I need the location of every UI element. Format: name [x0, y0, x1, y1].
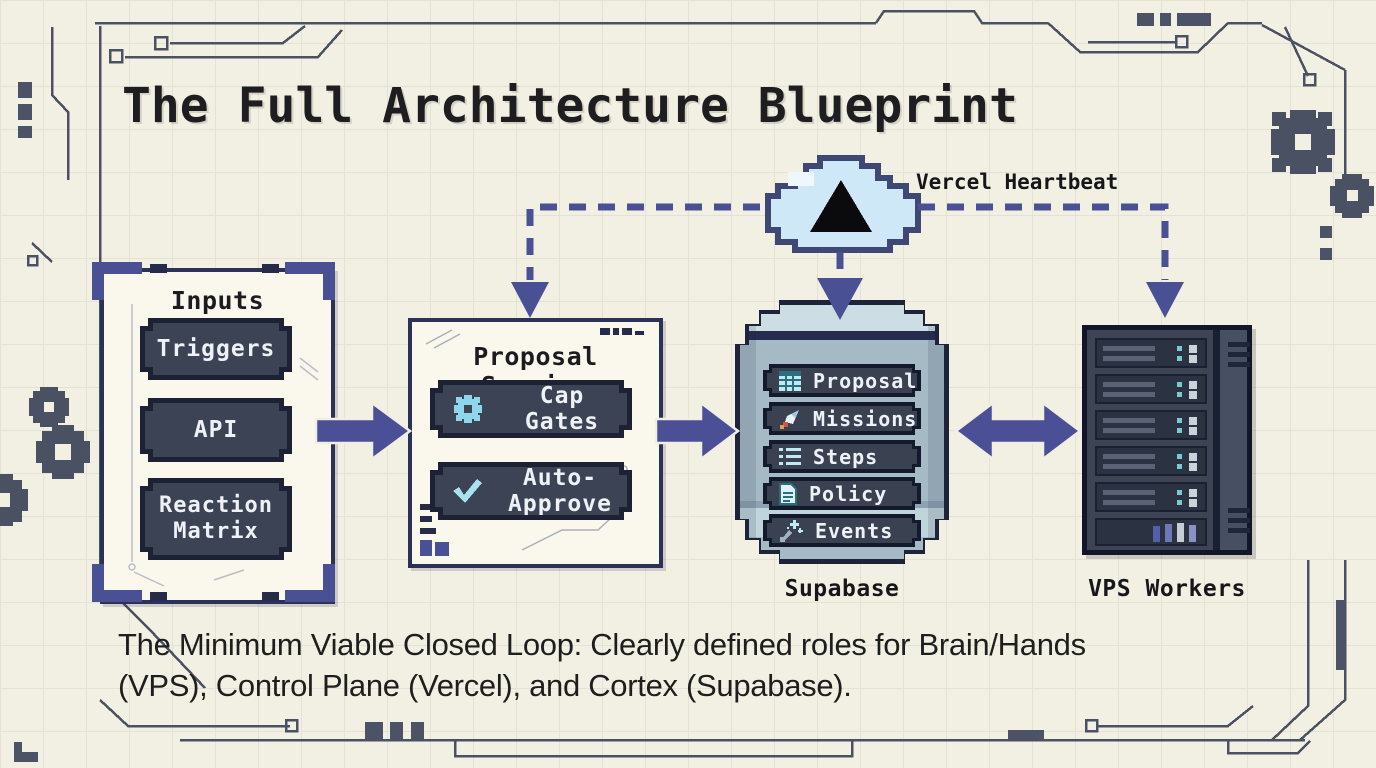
table-icon: [779, 371, 801, 391]
vps-workers-rack: [1082, 325, 1252, 555]
server-slot: [1095, 374, 1207, 404]
check-icon: [451, 477, 483, 505]
inputs-panel-title: Inputs: [170, 286, 265, 315]
missions-row: Missions: [763, 402, 921, 435]
equalizer-slot: [1095, 518, 1207, 546]
bracket-bottom-left-arm: [92, 590, 142, 602]
bracket-dash: [150, 264, 167, 273]
policy-row: Policy: [763, 477, 921, 510]
bracket-top-right-arm: [285, 262, 335, 274]
gear-icon: [453, 394, 483, 424]
rack-divider: [1213, 330, 1220, 550]
missions-row-label: Missions: [813, 406, 918, 431]
vercel-triangle-icon: [810, 180, 872, 232]
gear-decoration-left: [0, 387, 90, 526]
sparkles-icon: [779, 520, 803, 542]
api-button-label: API: [193, 417, 239, 443]
triggers-button: Triggers: [140, 318, 292, 380]
bracket-dash: [262, 264, 279, 273]
events-row-label: Events: [815, 518, 894, 543]
api-button: API: [140, 398, 292, 462]
auto-approve-button-label: Auto-Approve: [508, 465, 612, 517]
auto-approve-button: Auto-Approve: [430, 462, 632, 520]
rocket-icon: [779, 408, 801, 430]
steps-row-label: Steps: [813, 444, 879, 469]
reaction-matrix-button-label: Reaction Matrix: [159, 493, 273, 544]
server-slot: [1095, 446, 1207, 476]
document-icon: [779, 483, 797, 505]
vercel-heartbeat-label: Vercel Heartbeat: [916, 170, 1119, 194]
server-slot: [1095, 338, 1207, 368]
bracket-bottom-right-arm: [285, 590, 335, 602]
rack-body: [1087, 330, 1250, 550]
vps-workers-label: VPS Workers: [1088, 576, 1246, 602]
bracket-top-left-arm: [92, 262, 142, 274]
proposals-row-label: Proposals: [813, 368, 931, 393]
list-icon: [779, 447, 801, 467]
caption-line-1: The Minimum Viable Closed Loop: Clearly …: [118, 627, 1086, 662]
gear-decoration-top-right: [1271, 110, 1374, 218]
inputs-panel-traces: [128, 304, 319, 587]
supabase-label: Supabase: [784, 576, 900, 602]
proposal-panel-traces: [420, 328, 644, 556]
caption-line-2: (VPS), Control Plane (Vercel), and Corte…: [118, 668, 852, 703]
cap-gates-button-label: Cap Gates: [524, 383, 600, 435]
reaction-matrix-button: Reaction Matrix: [140, 478, 292, 560]
bracket-top-right: [323, 262, 335, 300]
server-slot: [1095, 410, 1207, 440]
triggers-button-label: Triggers: [156, 336, 276, 362]
bracket-dash: [150, 592, 167, 601]
page-title: The Full Architecture Blueprint: [122, 78, 1018, 134]
events-row: Events: [763, 514, 921, 547]
bracket-bottom-right: [323, 564, 335, 602]
policy-row-label: Policy: [809, 481, 888, 506]
bracket-dash: [262, 592, 279, 601]
vercel-cloud-icon: [765, 155, 921, 253]
cap-gates-button: Cap Gates: [430, 380, 632, 438]
server-slot: [1095, 482, 1207, 512]
rack-side-column: [1220, 330, 1250, 550]
caption: The Minimum Viable Closed Loop: Clearly …: [118, 624, 1086, 706]
proposals-row: Proposals: [763, 364, 921, 397]
steps-row: Steps: [763, 440, 921, 473]
proposal-service-panel: Proposal Service: [408, 318, 663, 568]
